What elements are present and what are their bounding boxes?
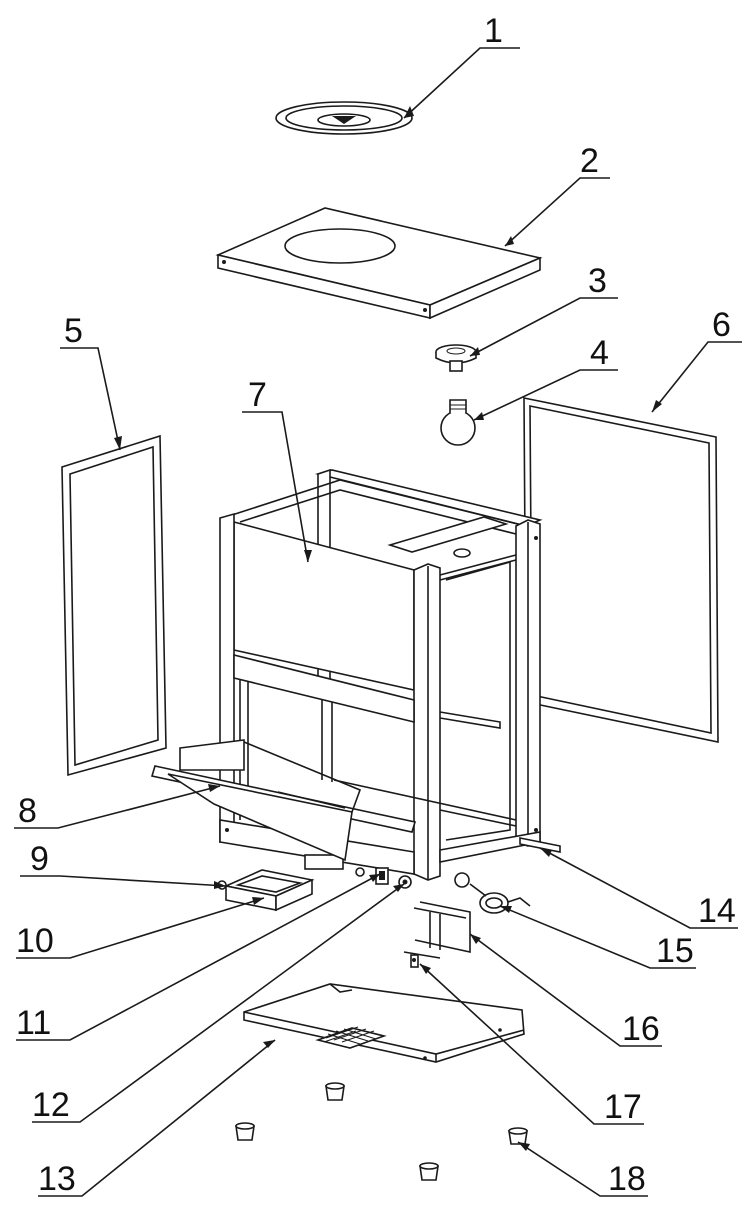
label-2: 2 xyxy=(580,142,599,180)
part-4-bulb xyxy=(440,399,476,446)
label-3: 3 xyxy=(588,262,607,300)
leader-lines xyxy=(14,47,742,1197)
label-18: 18 xyxy=(608,1160,646,1198)
part-11-switch xyxy=(355,867,389,885)
label-10: 10 xyxy=(16,922,54,960)
label-12: 12 xyxy=(32,1086,70,1124)
part-17-screw xyxy=(410,954,419,968)
part-18-feet xyxy=(235,1082,528,1181)
label-13: 13 xyxy=(38,1160,76,1198)
part-6-right-panel xyxy=(523,397,719,743)
part-1-lid xyxy=(275,101,413,135)
label-4: 4 xyxy=(590,334,609,372)
label-17: 17 xyxy=(604,1088,642,1126)
part-13-bottom-plate xyxy=(243,983,525,1063)
label-15: 15 xyxy=(656,932,694,970)
part-3-fitting xyxy=(435,344,477,372)
part-10-drawer xyxy=(217,869,315,912)
label-16: 16 xyxy=(622,1010,660,1048)
label-11: 11 xyxy=(16,1004,51,1042)
label-8: 8 xyxy=(18,792,37,830)
part-15-coil xyxy=(454,872,531,914)
part-2-top-plate xyxy=(215,207,543,320)
part-8-tray xyxy=(150,739,417,862)
label-7: 7 xyxy=(248,376,267,414)
label-6: 6 xyxy=(712,306,731,344)
part-5-left-panel xyxy=(61,434,167,777)
label-5: 5 xyxy=(64,312,83,350)
label-9: 9 xyxy=(30,840,49,878)
label-14: 14 xyxy=(698,892,736,930)
part-16-heater xyxy=(403,901,471,959)
label-1: 1 xyxy=(484,12,503,50)
part-labels: 1 2 3 4 5 6 7 8 9 10 11 12 13 14 15 16 1… xyxy=(16,12,736,1198)
vent-grille xyxy=(315,1026,387,1049)
